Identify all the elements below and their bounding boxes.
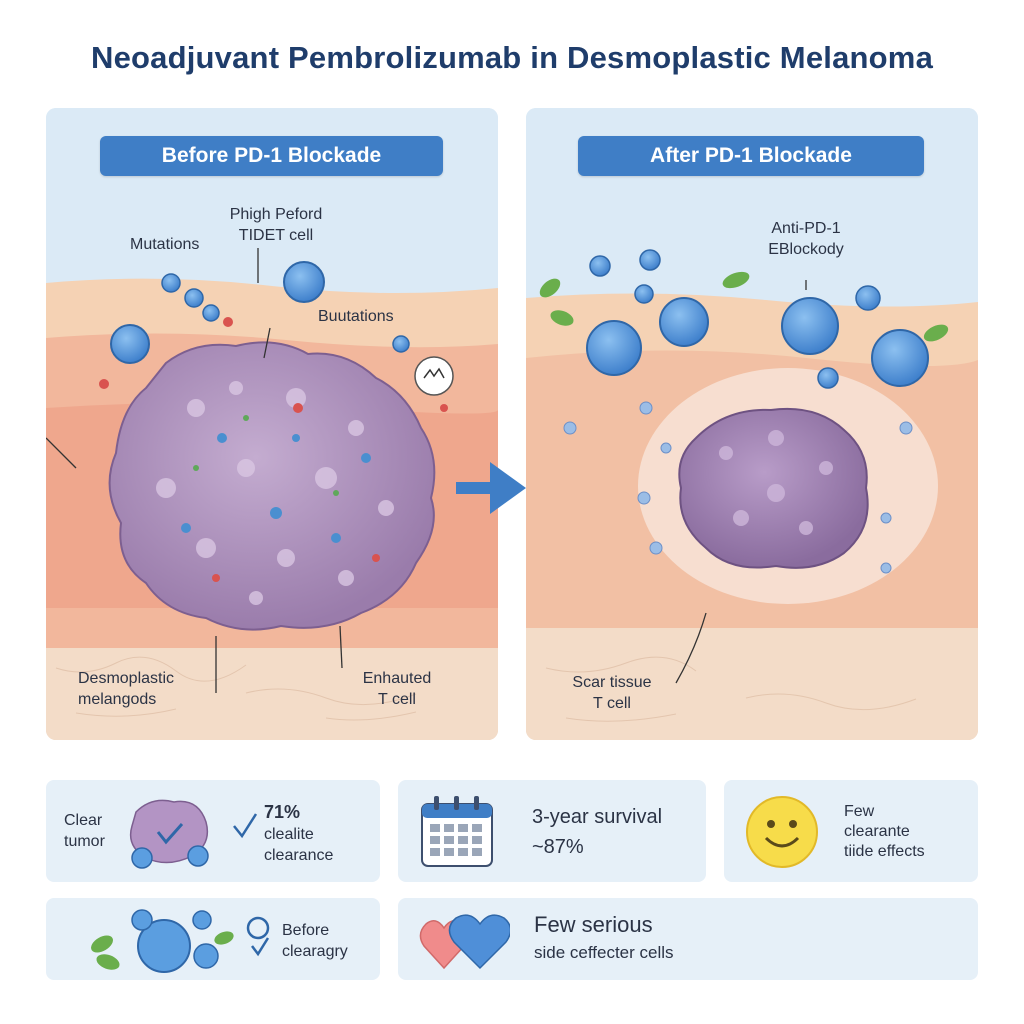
tumor-icon [129,799,209,869]
before-panel: Before PD-1 Blockade Mutations Phigh Pef… [46,108,498,740]
clear-tumor-label: Clear tumor [64,812,105,850]
tcell-icon [91,909,234,973]
clearance-desc: clealite clearance [264,826,334,864]
calendar-icon [421,796,493,867]
survival-value: ~87% [532,836,584,858]
after-tissue-illustration [526,108,978,740]
after-header: After PD-1 Blockade [578,136,924,176]
tcell-icons [110,261,410,364]
serious-side-effects-card: Few serious side ceffecter cells [398,898,978,980]
before-header: Before PD-1 Blockade [100,136,443,176]
arrow-icon [456,462,526,514]
survival-label: 3-year survival [532,806,663,828]
activated-tcell-icons [586,249,929,389]
after-panel: After PD-1 Blockade Anti-PD-1 EBlockody … [526,108,978,740]
side-effect-cells-label: side ceffecter cells [534,943,674,962]
exhausted-tcell-label: Enhauted T cell [362,670,432,708]
mutations-right-label: Buutations [318,308,394,325]
survival-card: 3-year survival ~87% [398,780,706,882]
before-clearance-card: Before clearagry [46,898,380,980]
few-side-effects-text: Few clearante tiide effects [844,803,925,860]
clearance-card: Clear tumor 71% clealite clearance [46,780,380,882]
smiley-icon [746,796,818,868]
before-tissue-illustration [46,108,498,740]
desmoplastic-label: Desmoplastic melangods [78,670,175,708]
page-title: Neoadjuvant Pembrolizumab in Desmoplasti… [90,40,934,75]
check-icon [233,813,258,839]
scar-tissue-label: Scar tissue T cell [572,674,652,712]
heart-icon [419,914,510,970]
clearance-value: 71% [264,802,301,822]
side-effects-card: Few clearante tiide effects [724,780,978,882]
antibody-label: Anti-PD-1 EBlockody [768,220,844,258]
pin-icon [246,916,270,957]
few-serious-label: Few serious [534,912,653,937]
mutations-label: Mutations [130,236,200,253]
before-clearance-text: Before clearagry [282,922,348,960]
tcell-top-label: Phigh Peford TIDET cell [229,206,323,244]
